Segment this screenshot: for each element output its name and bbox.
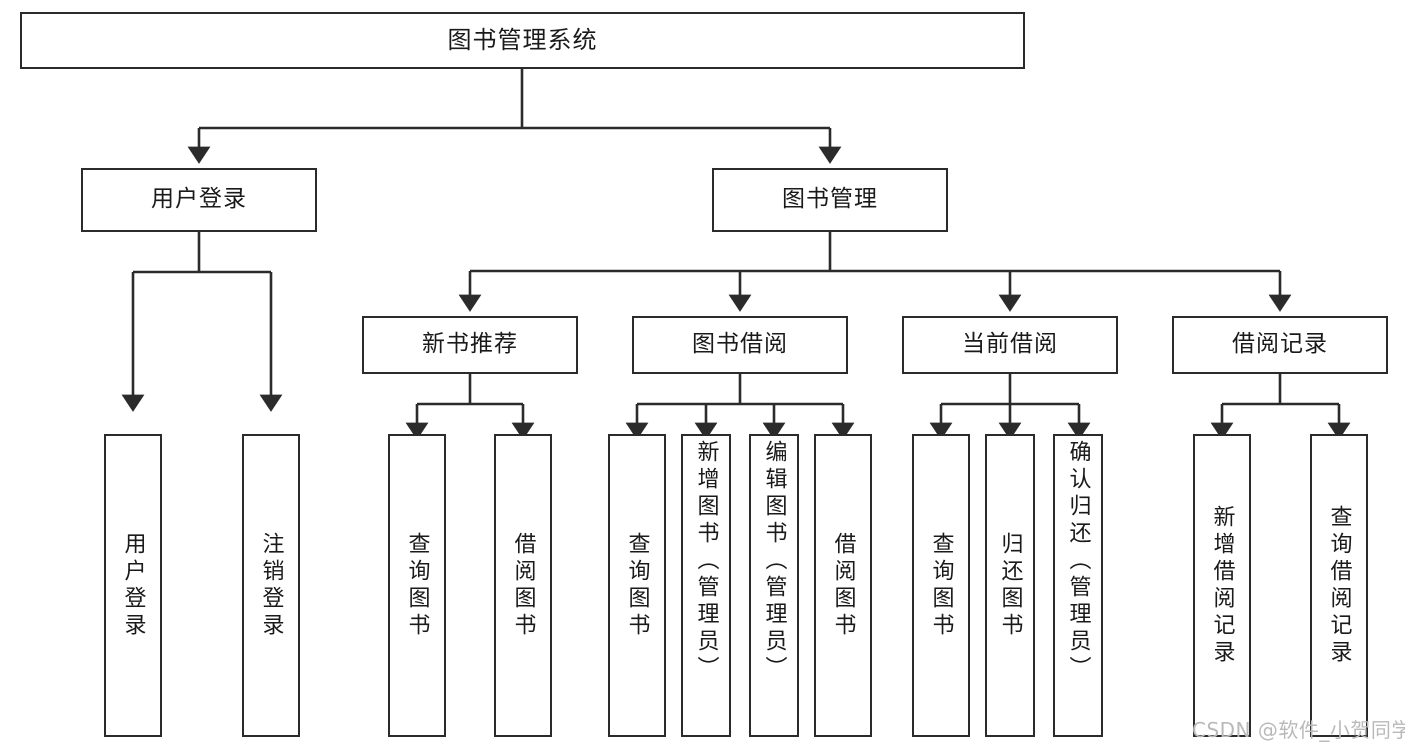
leaf-current-query-book-inner: 查询图书 — [914, 436, 968, 735]
node-user-login-label: 用户登录 — [151, 186, 247, 213]
leaf-recommend-query-book-label: 查询图书 — [404, 531, 430, 640]
node-new-book-recommend[interactable]: 新书推荐 — [362, 316, 578, 374]
node-book-borrow-label: 图书借阅 — [692, 331, 788, 358]
node-user-login[interactable]: 用户登录 — [81, 168, 317, 232]
leaf-confirm-return-admin-inner: 确认归还（管理员） — [1055, 436, 1101, 739]
leaf-query-borrow-record[interactable]: 查询借阅记录 — [1310, 434, 1368, 737]
leaf-confirm-return-admin[interactable]: 确认归还（管理员） — [1053, 434, 1103, 737]
leaf-current-query-book-label: 查询图书 — [928, 531, 954, 640]
leaf-add-borrow-record-inner: 新增借阅记录 — [1195, 436, 1249, 735]
node-current-borrow-label: 当前借阅 — [962, 331, 1058, 358]
node-root-label: 图书管理系统 — [447, 26, 598, 55]
leaf-query-borrow-record-inner: 查询借阅记录 — [1312, 436, 1366, 735]
node-new-book-recommend-label: 新书推荐 — [422, 331, 518, 358]
node-current-borrow[interactable]: 当前借阅 — [902, 316, 1118, 374]
leaf-add-borrow-record[interactable]: 新增借阅记录 — [1193, 434, 1251, 737]
leaf-edit-book-admin[interactable]: 编辑图书（管理员） — [749, 434, 799, 737]
node-borrow-record-label: 借阅记录 — [1232, 331, 1328, 358]
watermark-text: CSDN @软件_小贺同学 — [1192, 718, 1405, 742]
leaf-logout-label: 注销登录 — [258, 531, 284, 640]
leaf-user-login-label: 用户登录 — [120, 531, 146, 640]
leaf-logout-inner: 注销登录 — [244, 436, 298, 735]
leaf-current-query-book[interactable]: 查询图书 — [912, 434, 970, 737]
leaf-edit-book-admin-label: 编辑图书（管理员） — [761, 440, 787, 683]
leaf-recommend-borrow-book-label: 借阅图书 — [510, 531, 536, 640]
node-book-management-label: 图书管理 — [782, 186, 878, 213]
leaf-borrow-query-book-label: 查询图书 — [624, 531, 650, 640]
node-borrow-record[interactable]: 借阅记录 — [1172, 316, 1388, 374]
leaf-borrow-book-inner: 借阅图书 — [816, 436, 870, 735]
leaf-borrow-query-book-inner: 查询图书 — [610, 436, 664, 735]
leaf-edit-book-admin-inner: 编辑图书（管理员） — [751, 436, 797, 739]
leaf-borrow-query-book[interactable]: 查询图书 — [608, 434, 666, 737]
leaf-recommend-query-book-inner: 查询图书 — [390, 436, 444, 735]
node-root[interactable]: 图书管理系统 — [20, 12, 1025, 69]
leaf-return-book[interactable]: 归还图书 — [985, 434, 1035, 737]
leaf-return-book-inner: 归还图书 — [987, 436, 1033, 735]
leaf-borrow-book[interactable]: 借阅图书 — [814, 434, 872, 737]
leaf-recommend-query-book[interactable]: 查询图书 — [388, 434, 446, 737]
leaf-user-login-inner: 用户登录 — [106, 436, 160, 735]
leaf-query-borrow-record-label: 查询借阅记录 — [1326, 504, 1352, 667]
leaf-recommend-borrow-book[interactable]: 借阅图书 — [494, 434, 552, 737]
node-book-borrow[interactable]: 图书借阅 — [632, 316, 848, 374]
leaf-add-book-admin-label: 新增图书（管理员） — [693, 440, 719, 683]
leaf-add-book-admin[interactable]: 新增图书（管理员） — [681, 434, 731, 737]
leaf-user-login[interactable]: 用户登录 — [104, 434, 162, 737]
leaf-borrow-book-label: 借阅图书 — [830, 531, 856, 640]
leaf-add-borrow-record-label: 新增借阅记录 — [1209, 504, 1235, 667]
leaf-add-book-admin-inner: 新增图书（管理员） — [683, 436, 729, 739]
leaf-return-book-label: 归还图书 — [997, 531, 1023, 640]
node-book-management[interactable]: 图书管理 — [712, 168, 948, 232]
leaf-confirm-return-admin-label: 确认归还（管理员） — [1065, 440, 1091, 683]
leaf-recommend-borrow-book-inner: 借阅图书 — [496, 436, 550, 735]
leaf-logout[interactable]: 注销登录 — [242, 434, 300, 737]
